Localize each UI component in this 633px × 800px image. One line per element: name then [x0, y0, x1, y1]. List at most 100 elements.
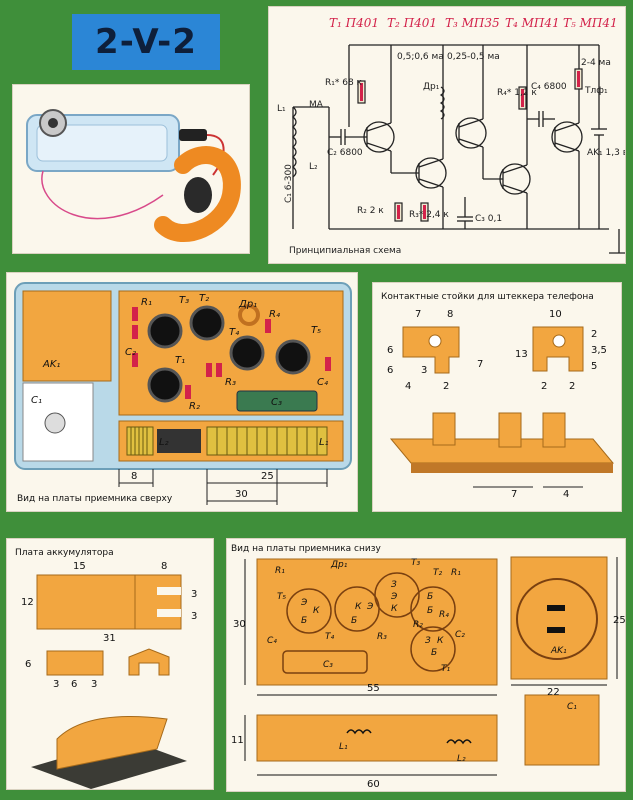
bottom-label-k3: К: [355, 602, 362, 612]
top-dim-30: 30: [235, 489, 248, 500]
part-l1: L₁: [277, 104, 286, 114]
top-view-panel: T₂ T₃ Др₁ R₁ T₄ R₄ C₂ T₁ T₅ R₃ C₄ R₂ C₃ …: [6, 272, 358, 512]
transistor-label-t4: T₄ МП41: [505, 16, 560, 30]
headphone-illustration: [26, 109, 241, 243]
bottom-dim-11: 11: [231, 735, 244, 746]
battery-dim-3d: 3: [91, 679, 97, 690]
top-label-t1: T₁: [175, 355, 185, 366]
bottom-view-caption: Вид на платы приемника снизу: [231, 544, 382, 554]
contact-dim-7c: 7: [511, 489, 517, 500]
part-c2: C₂ 6800: [327, 148, 363, 158]
bottom-view-panel: Вид на платы приемника снизу R₁ Др₁ T₃: [226, 538, 626, 792]
bottom-label-b4: Б: [427, 606, 433, 616]
contacts-panel: Контактные стойки для штеккера телефона …: [372, 282, 622, 512]
bottom-label-c4: C₄: [267, 636, 277, 646]
bottom-label-z1: З: [391, 580, 397, 590]
top-label-c4: C₄: [317, 377, 328, 388]
bottom-label-t1: T₁: [441, 664, 450, 674]
top-label-l1: L₁: [319, 437, 329, 448]
bottom-label-t3: T₃: [411, 558, 420, 568]
part-r4: R₄* 1,2 к: [497, 88, 537, 98]
current-label-2: 0,25-0,5 ма: [447, 52, 500, 62]
part-l2: L₂: [309, 162, 318, 172]
top-label-t3: T₃: [179, 295, 189, 306]
contact-dim-10: 10: [549, 309, 562, 320]
battery-dim-31: 31: [103, 633, 116, 644]
schematic-diagram: T₁ П401 T₂ П401 T₃ МП35 T₄ МП41 T₅ МП41 …: [277, 16, 626, 256]
contact-dim-2d: 2: [569, 381, 575, 392]
bottom-label-ak1: AK₁: [550, 646, 567, 656]
contact-dim-35: 3,5: [591, 345, 607, 356]
top-label-c2: C₂: [125, 347, 136, 358]
bottom-dim-55: 55: [367, 683, 380, 694]
bottom-dim-30: 30: [233, 619, 246, 630]
contacts-diagram: Контактные стойки для штеккера телефона …: [381, 292, 615, 500]
contact-dim-3: 3: [421, 365, 427, 376]
bottom-label-l1: L₁: [339, 742, 348, 752]
part-c3: C₃ 0,1: [475, 214, 502, 224]
bottom-label-c2: C₂: [455, 630, 465, 640]
bottom-label-c3: C₃: [323, 660, 333, 670]
part-c1: C₁ 6-300: [284, 164, 294, 203]
top-label-t2: T₂: [199, 293, 209, 304]
part-ma: MA: [309, 100, 324, 110]
contact-dim-7: 7: [415, 309, 421, 320]
schematic-panel: T₁ П401 T₂ П401 T₃ МП35 T₄ МП41 T₅ МП41 …: [268, 6, 626, 264]
top-label-l2: L₂: [159, 437, 169, 448]
bottom-label-b3: Б: [427, 592, 433, 602]
title-badge: 2-V-2: [72, 14, 220, 70]
contact-dim-13: 13: [515, 349, 528, 360]
schematic-caption: Принципиальная схема: [289, 246, 401, 256]
battery-dim-12: 12: [21, 597, 34, 608]
bottom-label-r4: R₄: [439, 610, 449, 620]
bottom-label-r3: R₃: [377, 632, 387, 642]
contact-dim-5: 5: [591, 361, 597, 372]
bottom-dim-60: 60: [367, 779, 380, 790]
bottom-dim-25: 25: [613, 615, 626, 626]
battery-dim-3b: 3: [191, 611, 197, 622]
battery-panel: Плата аккумулятора 15 8 12 3 3 31 6 3 6 …: [6, 538, 214, 790]
top-label-dr1: Др₁: [238, 299, 257, 310]
part-r2: R₂ 2 к: [357, 206, 384, 216]
bottom-label-k1: К: [313, 606, 320, 616]
battery-dim-15: 15: [73, 561, 86, 572]
headphone-illustration-panel: [12, 84, 250, 254]
bottom-label-r2: R₂: [413, 620, 423, 630]
contact-dim-8: 8: [447, 309, 453, 320]
contact-dim-6a: 6: [387, 345, 393, 356]
contact-dim-2c: 2: [541, 381, 547, 392]
battery-caption: Плата аккумулятора: [15, 548, 114, 558]
title-badge-text: 2-V-2: [95, 22, 197, 62]
top-view-caption: Вид на платы приемника сверху: [17, 494, 173, 504]
top-label-r3: R₃: [225, 377, 236, 388]
contact-dim-7b: 7: [477, 359, 483, 370]
bottom-label-b5: Б: [431, 648, 437, 658]
transistor-label-t2: T₂ П401: [387, 16, 437, 30]
bottom-label-e2: Э: [390, 592, 398, 602]
battery-dim-6: 6: [25, 659, 31, 670]
transistor-label-t1: T₁ П401: [329, 16, 379, 30]
top-label-c3: C₃: [271, 397, 282, 408]
bottom-label-k2: К: [391, 604, 398, 614]
bottom-view-diagram: Вид на платы приемника снизу R₁ Др₁ T₃: [231, 544, 626, 790]
bottom-label-b1: Б: [301, 616, 307, 626]
top-label-t5: T₅: [311, 325, 321, 336]
contacts-caption: Контактные стойки для штеккера телефона: [381, 292, 594, 302]
contact-dim-4b: 4: [563, 489, 569, 500]
bottom-label-l2: L₂: [457, 754, 466, 764]
contact-dim-6b: 6: [387, 365, 393, 376]
battery-diagram: Плата аккумулятора 15 8 12 3 3 31 6 3 6 …: [15, 548, 197, 789]
bottom-label-dr1: Др₁: [330, 560, 348, 570]
part-ak1: AK₁ 1,3 в: [587, 148, 626, 158]
bottom-label-t4: T₄: [325, 632, 334, 642]
top-view-diagram: T₂ T₃ Др₁ R₁ T₄ R₄ C₂ T₁ T₅ R₃ C₄ R₂ C₃ …: [14, 282, 352, 505]
top-label-r2: R₂: [189, 401, 200, 412]
bottom-label-z2: З: [425, 636, 431, 646]
battery-dim-3c: 3: [53, 679, 59, 690]
part-r3: R₃* 2,4 к: [409, 210, 449, 220]
bottom-label-t2: T₂: [433, 568, 442, 578]
battery-dim-3a: 3: [191, 589, 197, 600]
bottom-label-e3: Э: [366, 602, 374, 612]
top-dim-25: 25: [261, 471, 274, 482]
top-label-r4: R₄: [269, 309, 280, 320]
